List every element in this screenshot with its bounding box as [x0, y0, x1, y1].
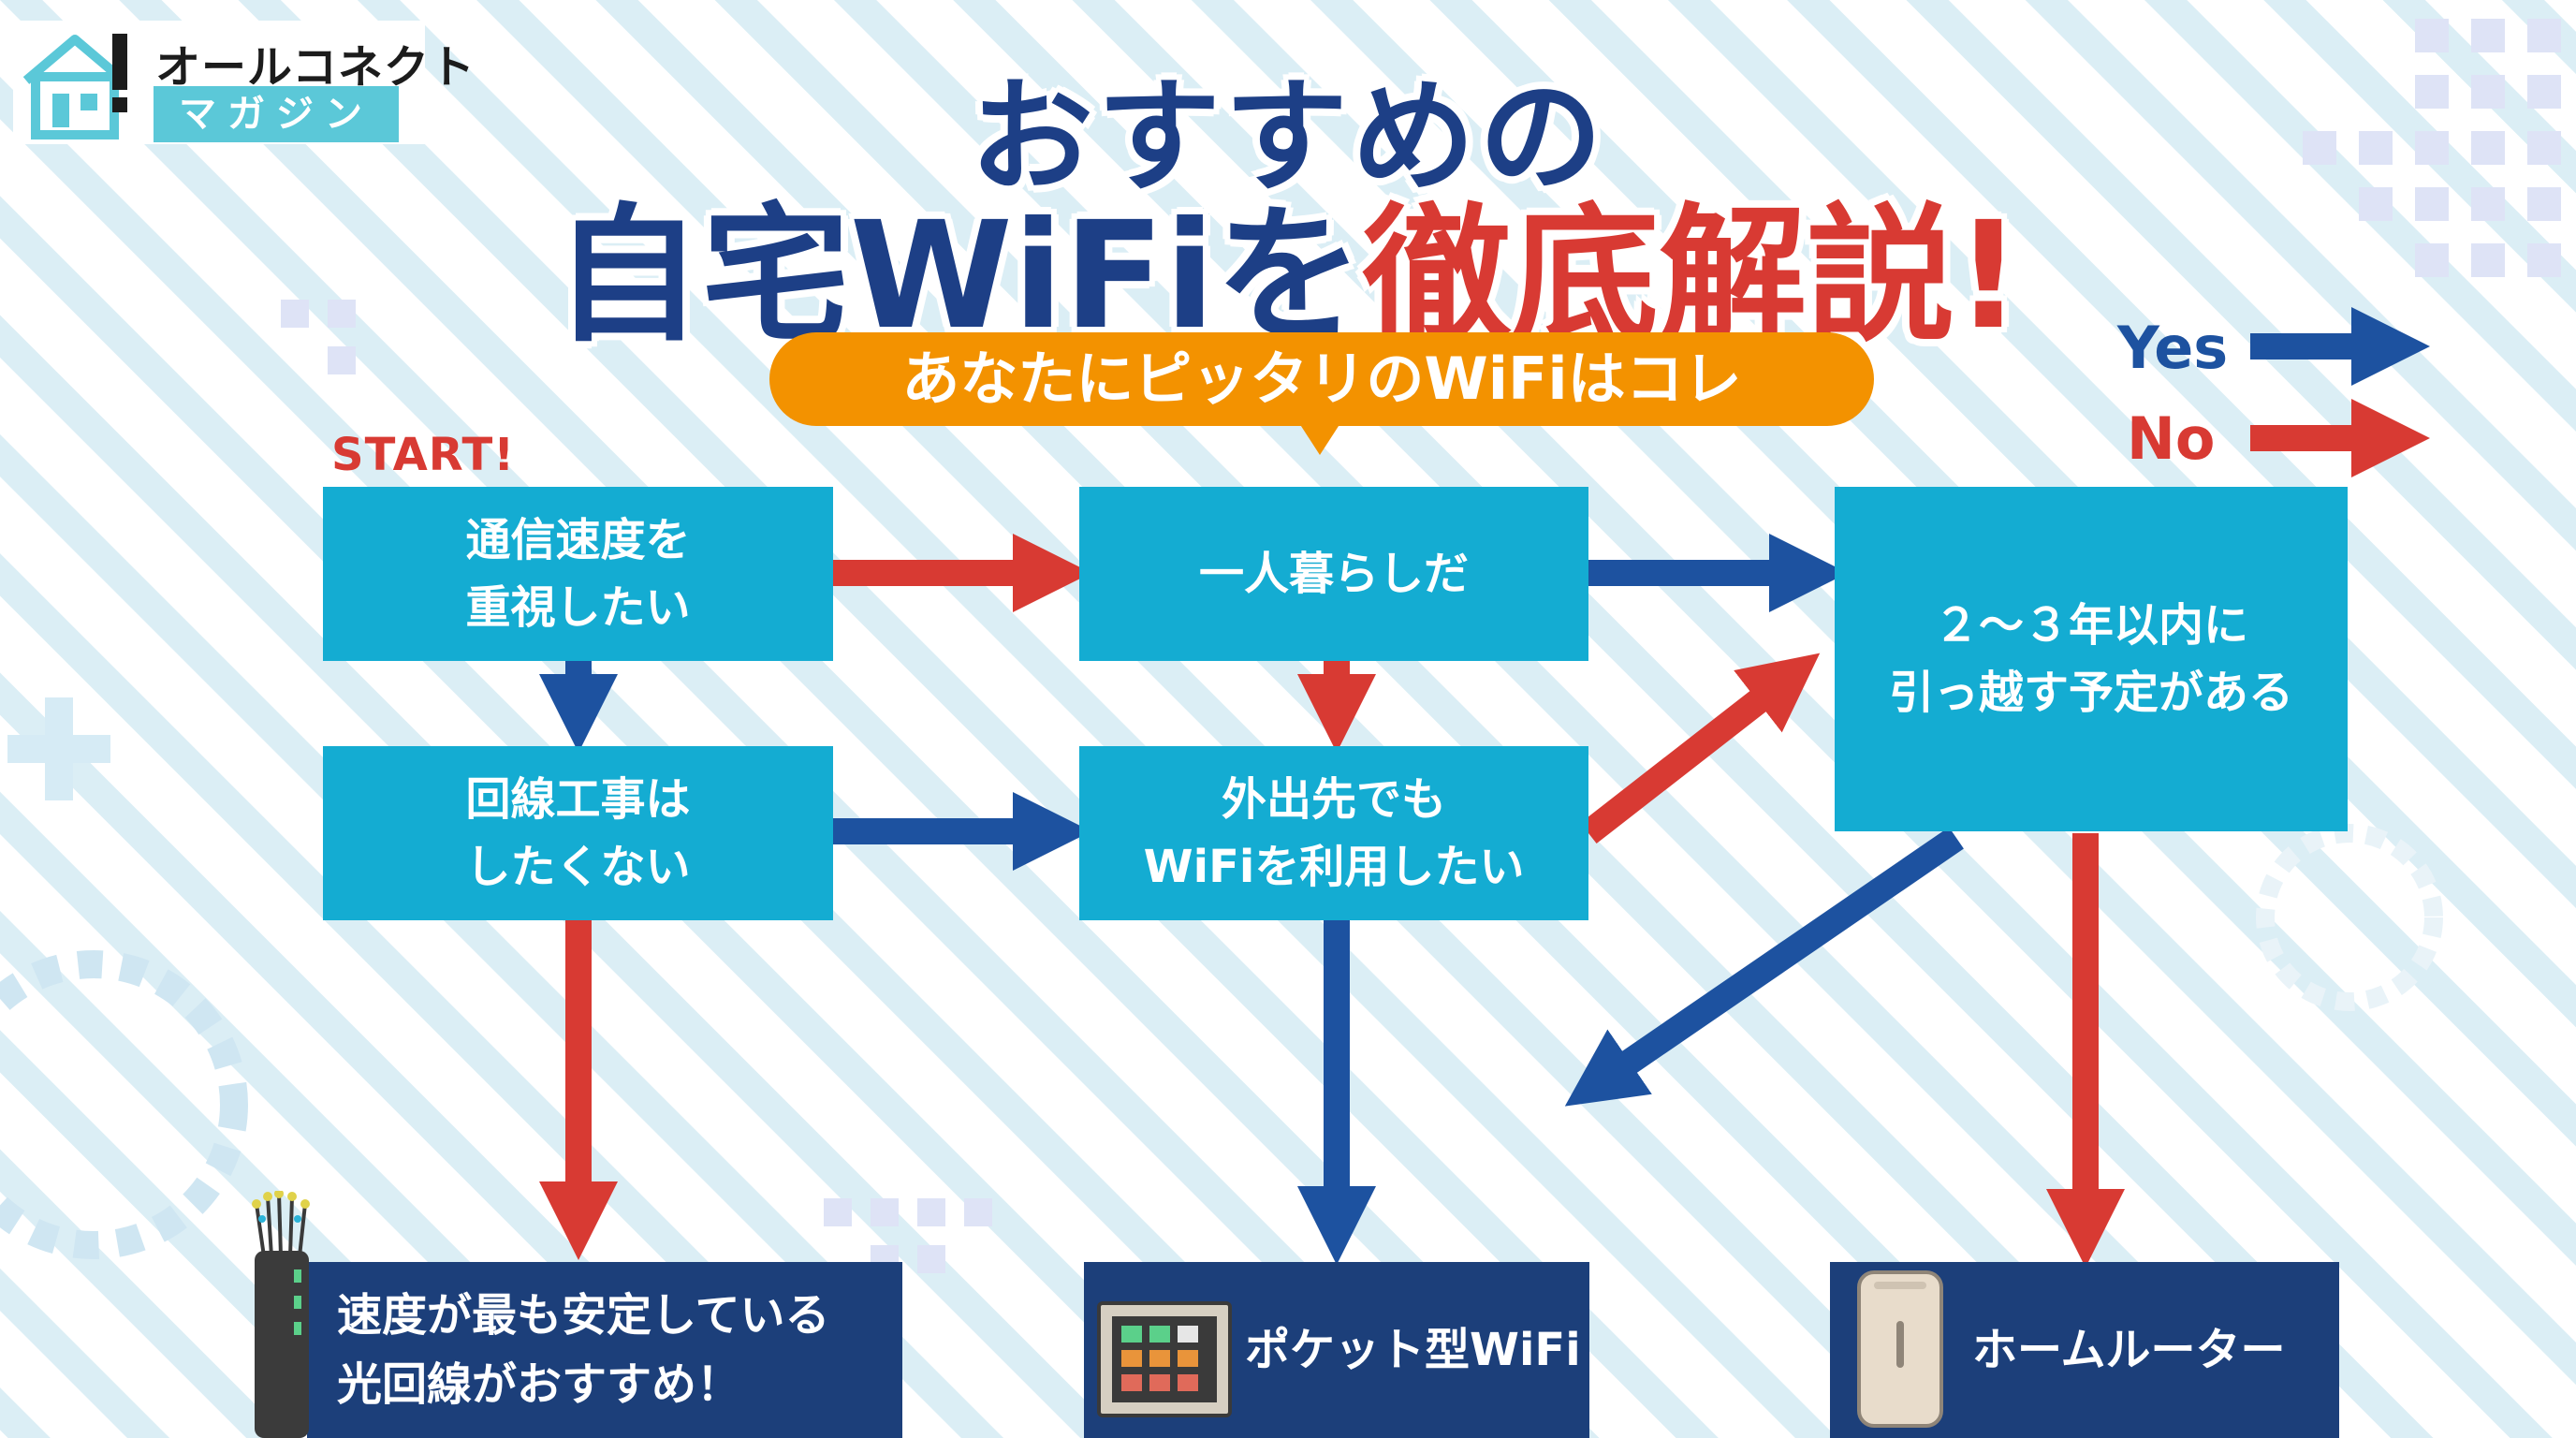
node-living-alone[interactable]: 一人暮らしだ — [1079, 487, 1588, 661]
dotted-circle-decoration — [0, 950, 248, 1259]
plus-decoration — [7, 697, 110, 800]
brand-logo[interactable]: オールコネクト マガジン — [13, 21, 475, 144]
logo-text-primary: オールコネクト — [155, 41, 476, 94]
pocket-wifi-icon — [1097, 1301, 1232, 1417]
node-use-outside-text: 外出先でも WiFiを利用したい — [1143, 773, 1525, 893]
bubble-tail — [1299, 423, 1340, 455]
logo-text-secondary: マガジン — [154, 86, 399, 142]
start-label: START! — [331, 429, 516, 481]
node-living-alone-text: 一人暮らしだ — [1198, 548, 1469, 600]
node-moving-soon-text: ２～３年以内に 引っ越す予定がある — [1888, 599, 2293, 719]
page-title-line1: おすすめの — [970, 66, 1606, 210]
result-pocket-wifi-text: ポケット型WiFi — [1245, 1324, 1581, 1376]
legend-no-label: No — [2127, 404, 2216, 473]
home-router-icon — [1857, 1270, 1943, 1428]
node-speed-priority-text: 通信速度を 重視したい — [465, 514, 691, 634]
subtitle-bubble: あなたにピッタリのWiFiはコレ — [769, 332, 1874, 426]
node-no-construction[interactable]: 回線工事は したくない — [323, 746, 833, 920]
node-moving-soon[interactable]: ２～３年以内に 引っ越す予定がある — [1835, 487, 2348, 831]
dotted-circle-decoration — [2256, 824, 2443, 1011]
legend-yes-label: Yes — [2117, 314, 2229, 382]
fiber-cable-icon — [252, 1191, 310, 1438]
result-fiber[interactable]: 速度が最も安定している 光回線がおすすめ！ — [307, 1262, 902, 1438]
node-use-outside[interactable]: 外出先でも WiFiを利用したい — [1079, 746, 1588, 920]
result-home-router-text: ホームルーター — [1972, 1324, 2286, 1376]
node-no-construction-text: 回線工事は したくない — [465, 773, 691, 893]
node-speed-priority[interactable]: 通信速度を 重視したい — [323, 487, 833, 661]
house-logo-icon — [22, 34, 127, 139]
result-fiber-text: 速度が最も安定している 光回線がおすすめ！ — [337, 1289, 830, 1411]
dot-grid-decoration — [281, 19, 2561, 1273]
